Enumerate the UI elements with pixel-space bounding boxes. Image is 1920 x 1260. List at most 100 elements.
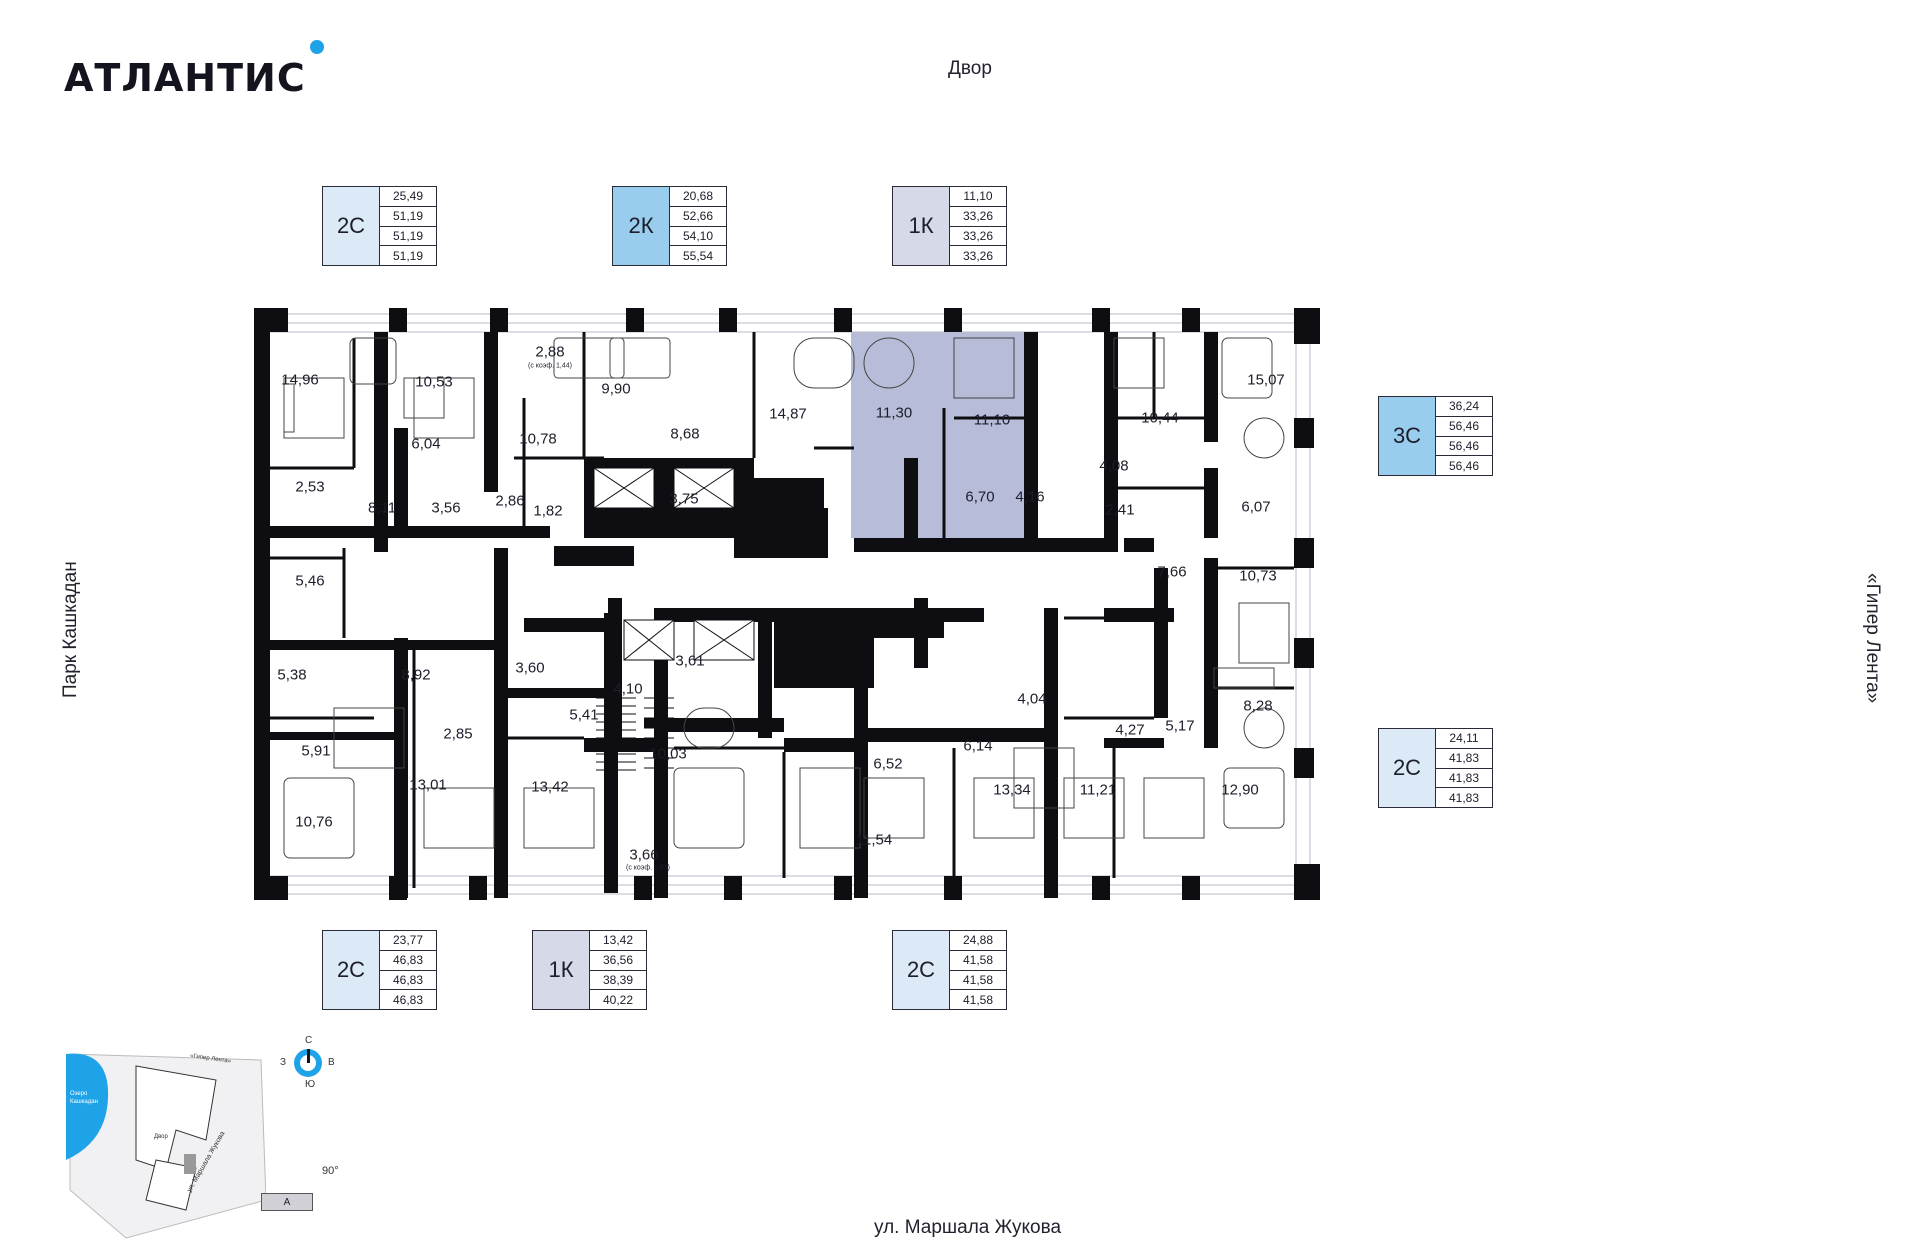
room-area: 13,34 (993, 781, 1031, 799)
living-area: 25,49 (380, 187, 436, 207)
room-area: 4,04 (1017, 690, 1047, 708)
living-area: 13,42 (590, 931, 646, 951)
total-area: 40,22 (602, 992, 634, 1007)
room-area: 2,88 (535, 343, 565, 361)
apartment-areas: 20,68 52,66 54,10 55,54 (670, 187, 726, 265)
apartment-type-code: 2С (323, 931, 380, 1009)
total-area: 56,46 (1436, 437, 1492, 457)
compass: С Ю З В (280, 1035, 350, 1097)
room-area: 6,04 (411, 435, 441, 453)
room-area: 11,21 (1079, 781, 1117, 799)
site-minimap-drawing (66, 1053, 266, 1239)
room-area: 5,17 (1165, 717, 1195, 735)
total-area: 46,83 (380, 951, 436, 971)
floor-plan: 14,96 10,53 6,04 2,53 8,11 3,56 5,46 5,3… (254, 308, 1320, 900)
room-area: 11,10 (973, 411, 1011, 429)
room-area: 11,30 (875, 404, 913, 422)
total-area: 52,66 (670, 207, 726, 227)
brand-logo: АТЛАНТИС (64, 40, 324, 100)
room-area: 10,03 (649, 745, 687, 763)
total-area: 55,54 (682, 248, 714, 263)
total-area: 51,19 (392, 248, 424, 263)
apartment-areas: 25,49 51,19 51,19 51,19 (380, 187, 436, 265)
apartment-legend: 2С 25,49 51,19 51,19 51,19 (322, 186, 437, 266)
site-minimap: Озеро Кашкадан «Гипер Лента» Двор ул. Ма… (66, 1050, 266, 1240)
orientation-bottom: ул. Маршала Жукова (874, 1217, 1062, 1238)
total-area: 46,83 (380, 971, 436, 991)
partitions (270, 332, 1294, 888)
apartment-areas: 36,24 56,46 56,46 56,46 (1436, 397, 1492, 475)
room-area: 10,44 (1141, 409, 1179, 427)
living-area: 20,68 (670, 187, 726, 207)
living-area: 24,88 (950, 931, 1006, 951)
compass-west: З (280, 1057, 287, 1068)
room-area: 4,10 (613, 680, 643, 698)
total-area: 51,19 (380, 227, 436, 247)
minimap-yard-label: Двор (154, 1134, 168, 1140)
total-area: 54,10 (670, 227, 726, 247)
rotation-angle: 90° (322, 1165, 339, 1177)
compass-east: В (328, 1057, 335, 1068)
room-area: 2,41 (1105, 501, 1135, 519)
compass-north: С (305, 1035, 313, 1046)
total-area: 41,58 (950, 951, 1006, 971)
living-area: 36,24 (1436, 397, 1492, 417)
apartment-legend: 2К 20,68 52,66 54,10 55,54 (612, 186, 727, 266)
room-area: 6,07 (1241, 498, 1271, 516)
apartment-areas: 11,10 33,26 33,26 33,26 (950, 187, 1006, 265)
apartment-legend: 1К 13,42 36,56 38,39 40,22 (532, 930, 647, 1010)
minimap-lake-label: Озеро Кашкадан (70, 1091, 98, 1105)
floor-plan-drawing (254, 308, 1320, 900)
total-area: 36,56 (590, 951, 646, 971)
room-area: 10,53 (415, 373, 453, 391)
apartment-type-code: 2С (323, 187, 380, 265)
total-area: 56,46 (1448, 458, 1480, 473)
room-area: 6,14 (963, 737, 993, 755)
total-area: 46,83 (392, 992, 424, 1007)
room-area: 4,08 (1099, 457, 1129, 475)
total-area: 41,58 (962, 992, 994, 1007)
orientation-right: «Гипер Лента» (1862, 573, 1883, 704)
room-area: 1,82 (533, 502, 563, 520)
room-area: 3,75 (669, 490, 699, 508)
total-area: 33,26 (950, 227, 1006, 247)
apartment-type-code: 1К (533, 931, 590, 1009)
apartment-areas: 24,11 41,83 41,83 41,83 (1436, 729, 1492, 807)
room-area: 10,73 (1239, 567, 1277, 585)
brand-name: АТЛАНТИС (64, 56, 306, 100)
orientation-left: Парк Кашкадан (60, 561, 81, 698)
room-area: 3,56 (431, 499, 461, 517)
elevator-shafts (593, 467, 755, 661)
total-area: 41,83 (1436, 769, 1492, 789)
compass-needle-icon (307, 1049, 310, 1063)
room-area: 5,38 (277, 666, 307, 684)
total-area: 41,58 (950, 971, 1006, 991)
total-area: 41,83 (1448, 790, 1480, 805)
room-area: 3,60 (515, 659, 545, 677)
room-area: 8,92 (401, 666, 431, 684)
total-area: 51,19 (380, 207, 436, 227)
room-area: 5,91 (301, 742, 331, 760)
room-area: 3,61 (675, 652, 705, 670)
room-area: 2,85 (443, 725, 473, 743)
apartment-type-code: 2С (1379, 729, 1436, 807)
apartment-type-code: 1К (893, 187, 950, 265)
staircase (596, 697, 674, 771)
room-area: 14,87 (769, 405, 807, 423)
room-area: 2,86 (495, 492, 525, 510)
room-area: 8,28 (1243, 697, 1273, 715)
room-area: 13,01 (409, 776, 447, 794)
apartment-type-code: 3С (1379, 397, 1436, 475)
room-coefficient-note: (с коэф. 1,44) (528, 362, 572, 370)
apartment-legend: 1К 11,10 33,26 33,26 33,26 (892, 186, 1007, 266)
room-area: 11,54 (855, 831, 893, 849)
room-area: 5,41 (569, 706, 599, 724)
room-area: 3,66 (629, 846, 659, 864)
living-area: 24,11 (1436, 729, 1492, 749)
total-area: 33,26 (950, 207, 1006, 227)
apartment-legend: 2С 24,88 41,58 41,58 41,58 (892, 930, 1007, 1010)
room-area: 10,78 (519, 430, 557, 448)
total-area: 56,46 (1436, 417, 1492, 437)
room-area: 2,53 (295, 478, 325, 496)
apartment-areas: 23,77 46,83 46,83 46,83 (380, 931, 436, 1009)
